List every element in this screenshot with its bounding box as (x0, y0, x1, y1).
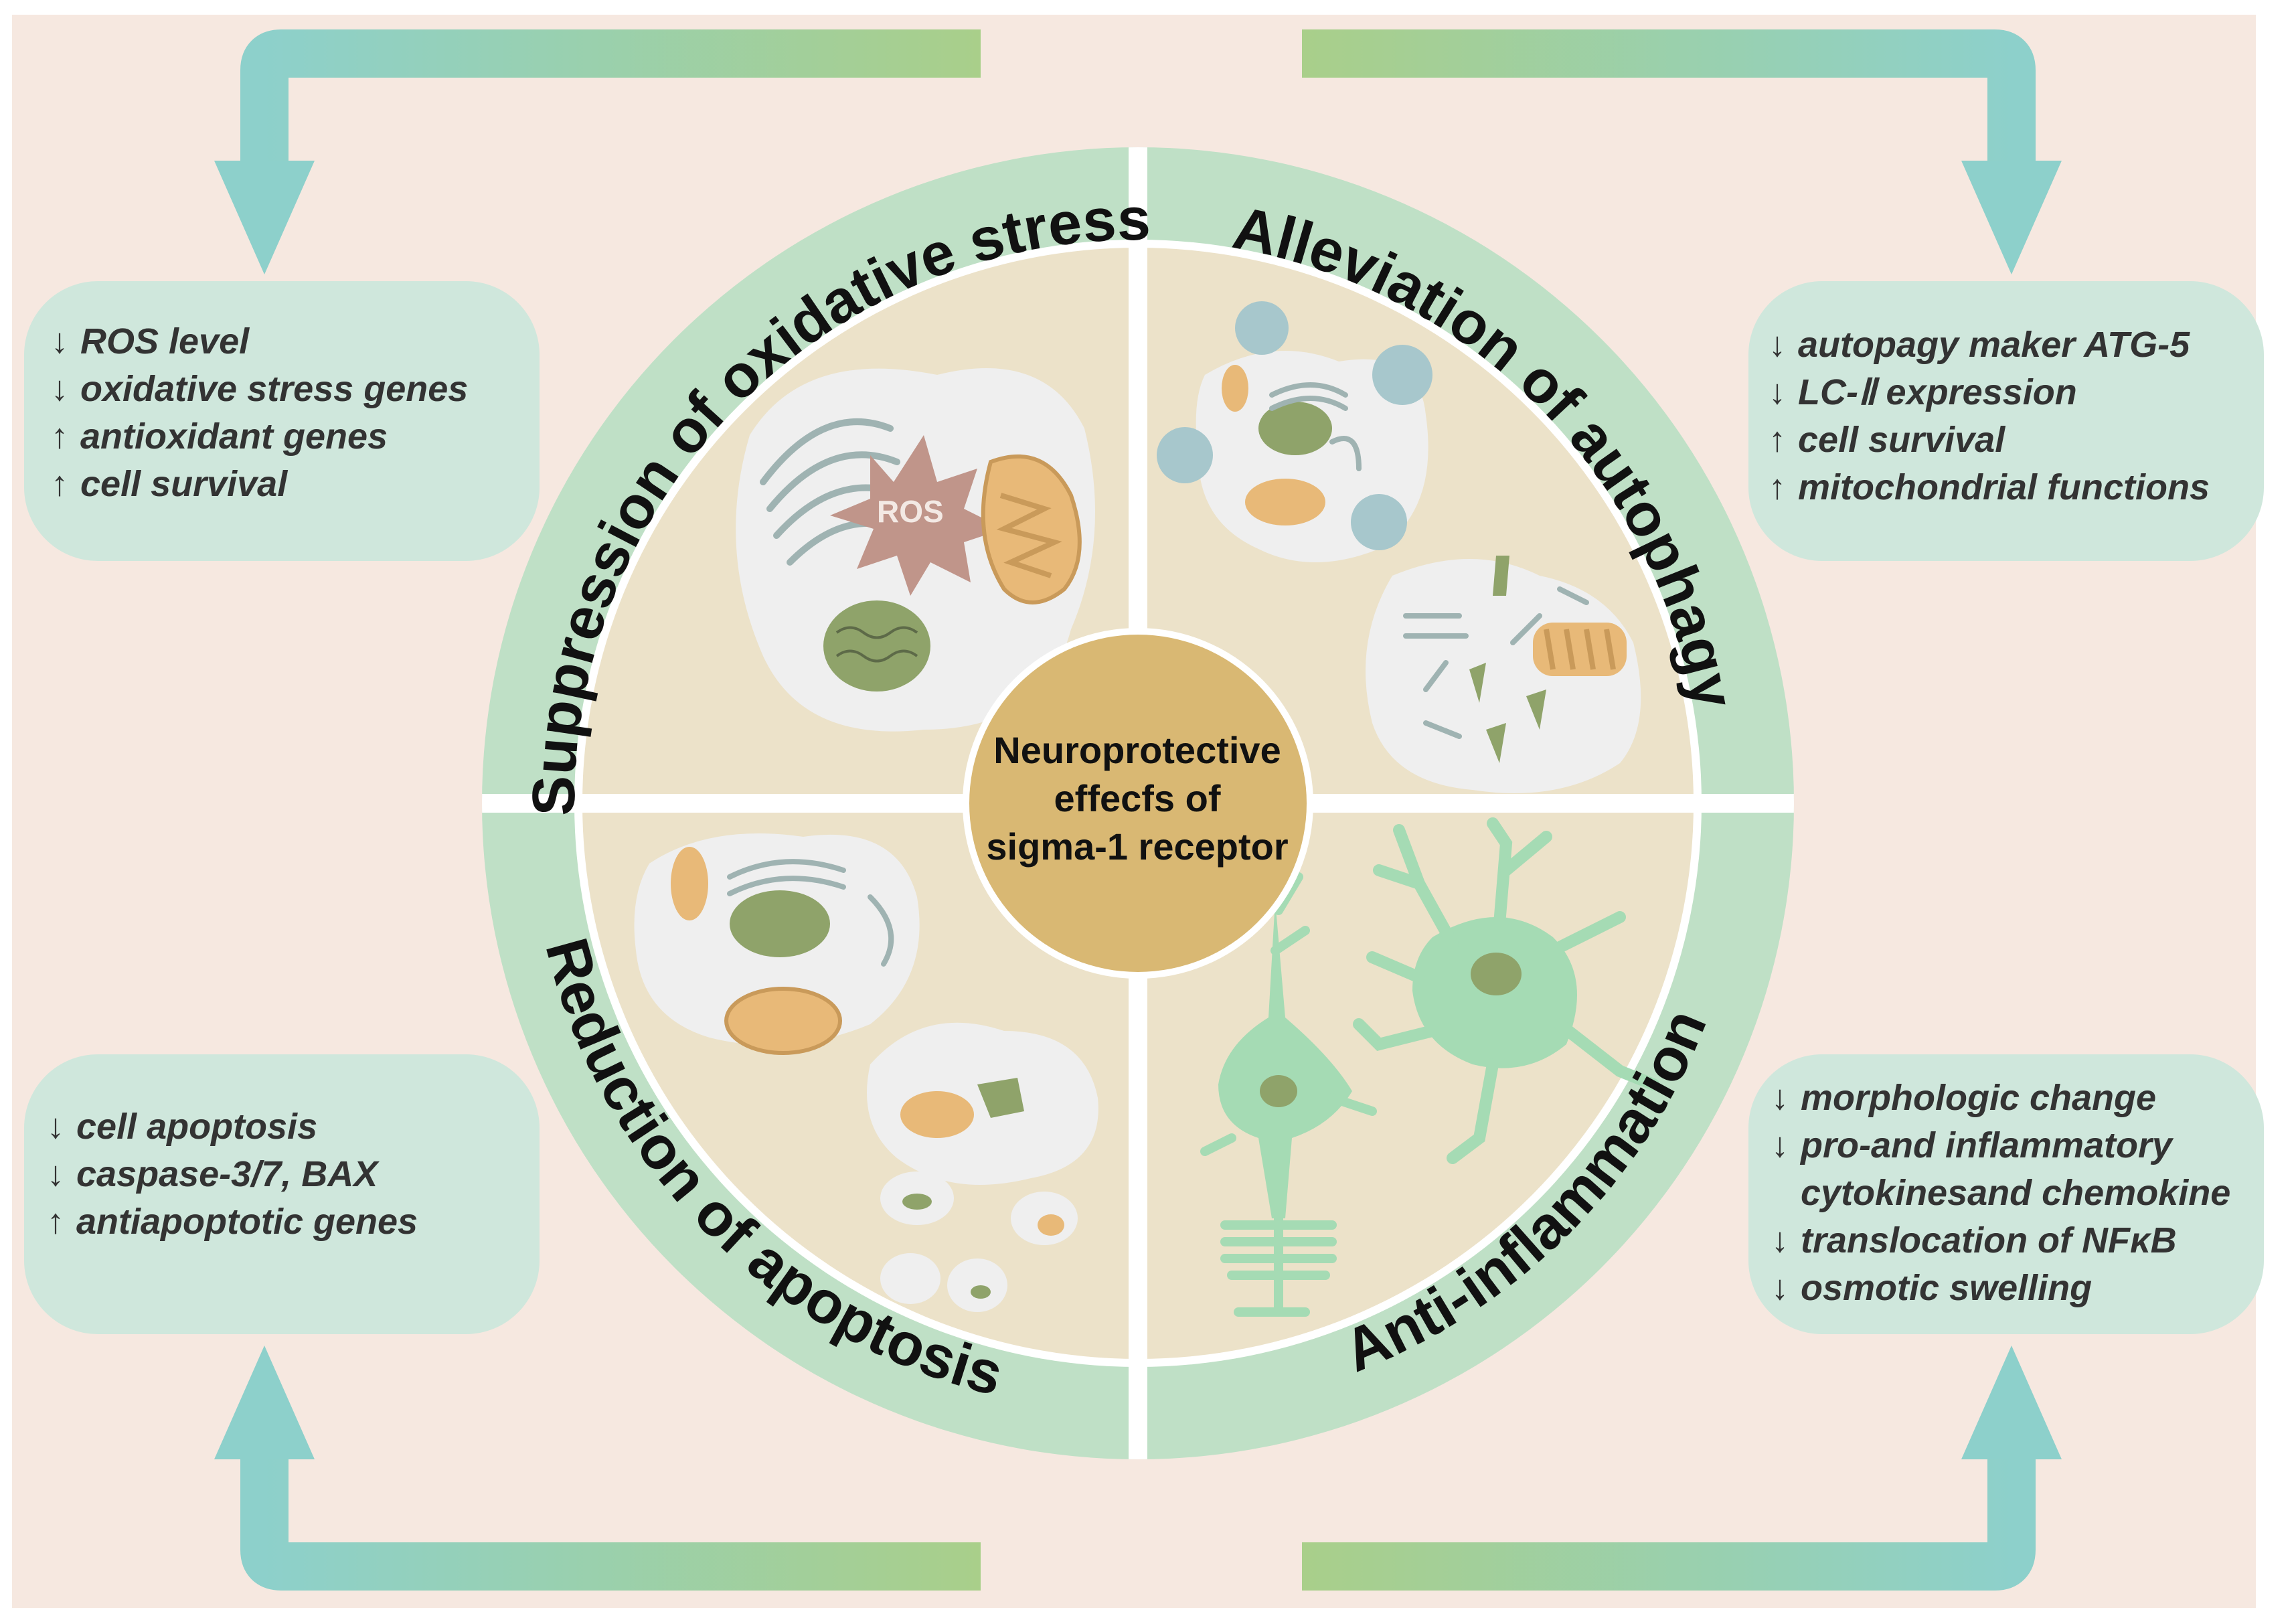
box-autophagy (1748, 281, 2264, 561)
effect-text: antiapoptotic genes (76, 1202, 418, 1242)
effect-item: ↓ osmotic swelling (1767, 1265, 2230, 1312)
effect-text: cell apoptosis (76, 1107, 318, 1147)
list-anti-inflammation: ↓ morphologic change ↓ pro-and inflammatory… (1767, 1074, 2230, 1312)
arrow-top-left (214, 29, 981, 274)
box-oxidative-stress (24, 281, 540, 561)
effect-text: cell survival (1798, 420, 2005, 460)
arrow-up-icon: ↑ (1769, 468, 1786, 507)
effect-text: morphologic change (1801, 1078, 2157, 1118)
arrow-bottom-right (1302, 1346, 2062, 1591)
arrow-up-icon: ↑ (51, 417, 68, 456)
effect-text: ROS level (80, 321, 250, 361)
arrow-down-icon: ↓ (47, 1155, 64, 1194)
arrow-up-icon: ↑ (51, 465, 68, 503)
effect-item: ↑ antiapoptotic genes (43, 1198, 418, 1246)
effect-text: mitochondrial functions (1798, 467, 2210, 507)
effect-item: ↑ cell survival (47, 461, 468, 508)
list-oxidative-stress: ↓ ROS level ↓ oxidative stress genes ↑ antiox… (47, 318, 468, 508)
effect-item: ↓ LC-Ⅱ expression (1765, 369, 2210, 416)
effect-text: LC-Ⅱ expression (1798, 372, 2077, 412)
ros-label: ROS (877, 494, 944, 529)
effect-item: ↓ cell apoptosis (43, 1103, 418, 1151)
list-autophagy: ↓ autopagy maker ATG-5 ↓ LC-Ⅱ expression ↑ ce… (1765, 321, 2210, 511)
effect-text: osmotic swelling (1801, 1268, 2093, 1308)
arrow-up-icon: ↑ (1769, 420, 1786, 459)
cell-illustration-apoptosis (634, 833, 1098, 1312)
center-label: Neuroprotective effecfs of sigma-1 recep… (967, 726, 1308, 871)
cell-illustration-oxidative: ROS (736, 368, 1095, 732)
box-anti-inflammation (1748, 1054, 2264, 1334)
arrow-down-icon: ↓ (1771, 1221, 1789, 1260)
effect-item: ↓ ROS level (47, 318, 468, 366)
effect-text: cytokinesand chemokine (1801, 1173, 2231, 1213)
effect-item: ↓ caspase-3/7, BAX (43, 1151, 418, 1198)
arrow-down-icon: ↓ (1769, 325, 1786, 364)
center-circle (969, 635, 1307, 972)
cell-illustration-microglia (1200, 817, 1659, 1317)
arrow-down-icon: ↓ (1771, 1126, 1789, 1165)
effect-item: ↓ translocation of NFκB (1767, 1217, 2230, 1265)
arrow-up-icon: ↑ (47, 1202, 64, 1241)
effect-text: cell survival (80, 464, 288, 504)
effect-item: cytokinesand chemokine (1767, 1169, 2230, 1217)
effect-item: ↓ autopagy maker ATG-5 (1765, 321, 2210, 369)
arrow-bottom-left (214, 1346, 981, 1591)
box-apoptosis (24, 1054, 540, 1334)
arrow-down-icon: ↓ (51, 370, 68, 408)
arrow-down-icon: ↓ (51, 322, 68, 361)
effect-item: ↑ mitochondrial functions (1765, 464, 2210, 511)
center-line: effecfs of (1054, 777, 1221, 819)
center-line: Neuroprotective (993, 729, 1281, 771)
effect-item: ↓ oxidative stress genes (47, 366, 468, 413)
effect-item: ↓ morphologic change (1767, 1074, 2230, 1122)
arrow-down-icon: ↓ (1771, 1269, 1789, 1307)
cell-illustration-autophagy (1157, 301, 1641, 793)
list-apoptosis: ↓ cell apoptosis ↓ caspase-3/7, BAX ↑ antiapo… (43, 1103, 418, 1246)
effect-item: ↓ pro-and inflammatory (1767, 1122, 2230, 1169)
arrow-down-icon: ↓ (1771, 1078, 1789, 1117)
effect-text: caspase-3/7, BAX (76, 1154, 378, 1194)
effect-text: oxidative stress genes (80, 369, 469, 409)
effect-text: antioxidant genes (80, 416, 388, 457)
effect-item: ↑ cell survival (1765, 416, 2210, 464)
effect-item: ↑ antioxidant genes (47, 413, 468, 461)
effect-text: translocation of NFκB (1801, 1220, 2177, 1261)
arrow-down-icon: ↓ (1769, 373, 1786, 412)
effect-text: pro-and inflammatory (1801, 1125, 2173, 1165)
arrow-top-right (1302, 29, 2062, 274)
effect-text: autopagy maker ATG-5 (1798, 325, 2190, 365)
center-line: sigma-1 receptor (986, 825, 1289, 868)
arrow-down-icon: ↓ (47, 1107, 64, 1146)
